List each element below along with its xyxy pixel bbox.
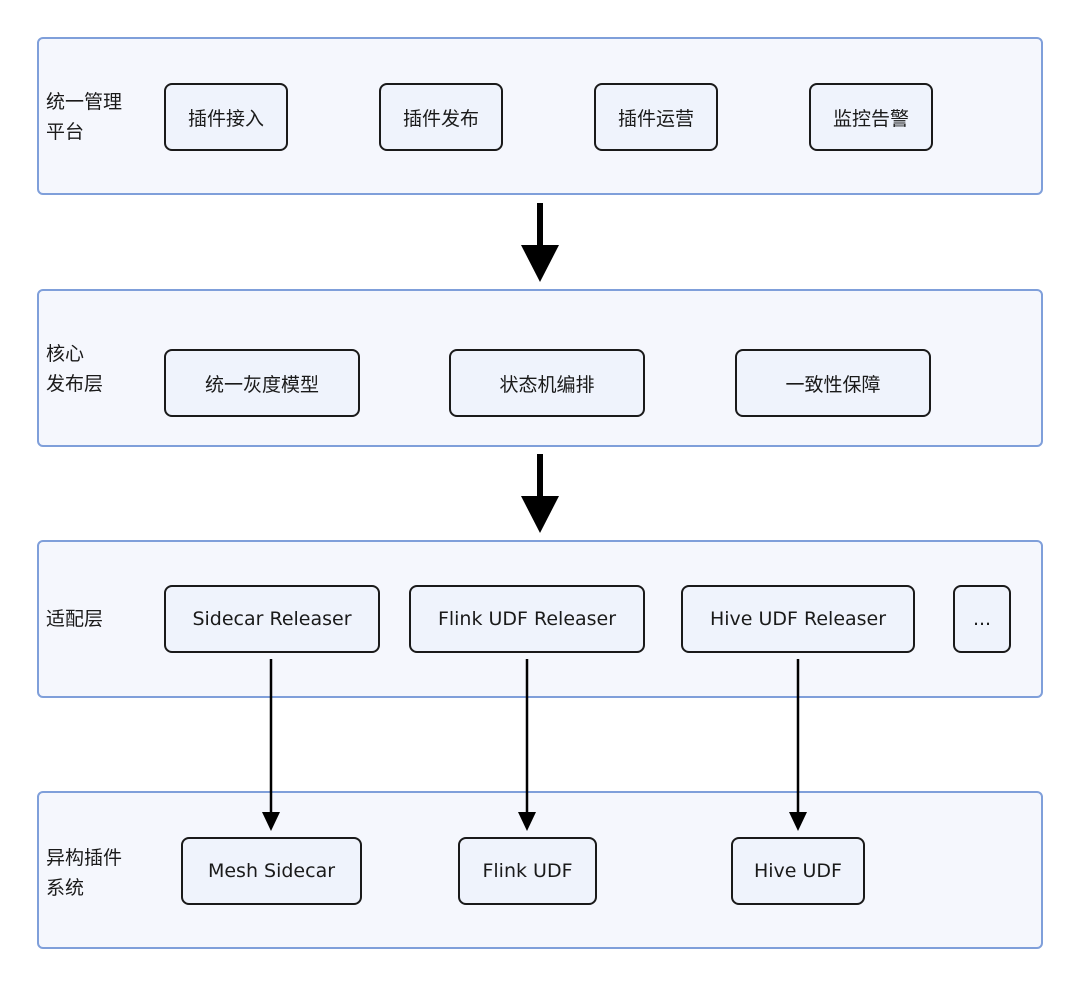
arrow-management-to-core [521, 203, 559, 282]
box-more-ellipsis: ... [953, 585, 1011, 653]
layer-label-line: 适配层 [46, 608, 104, 630]
box-flink-udf: Flink UDF [458, 837, 597, 905]
box-mesh-sidecar: Mesh Sidecar [181, 837, 362, 905]
box-plugin-onboarding: 插件接入 [164, 83, 288, 151]
layer-adapter-label: 适配层 [46, 604, 103, 634]
layer-label-line: 发布层 [46, 373, 104, 395]
box-sidecar-releaser: Sidecar Releaser [164, 585, 380, 653]
layer-heterogeneous-plugin-system-label: 异构插件 系统 [46, 843, 122, 903]
layer-label-line: 统一管理 [46, 91, 123, 113]
box-plugin-release: 插件发布 [379, 83, 503, 151]
layer-label-line: 系统 [46, 877, 85, 899]
box-consistency-guarantee: 一致性保障 [735, 349, 931, 417]
layer-label-line: 平台 [46, 121, 85, 143]
layer-management-platform-label: 统一管理 平台 [46, 87, 122, 147]
layer-core-release-label: 核心 发布层 [46, 339, 103, 399]
layer-label-line: 异构插件 [46, 847, 123, 869]
box-hive-udf-releaser: Hive UDF Releaser [681, 585, 915, 653]
box-flink-udf-releaser: Flink UDF Releaser [409, 585, 645, 653]
box-state-machine-orchestration: 状态机编排 [449, 349, 645, 417]
box-hive-udf: Hive UDF [731, 837, 865, 905]
arrow-core-to-adapter [521, 454, 559, 533]
box-plugin-operation: 插件运营 [594, 83, 718, 151]
box-monitoring-alert: 监控告警 [809, 83, 933, 151]
box-unified-gray-model: 统一灰度模型 [164, 349, 360, 417]
layer-label-line: 核心 [46, 343, 85, 365]
